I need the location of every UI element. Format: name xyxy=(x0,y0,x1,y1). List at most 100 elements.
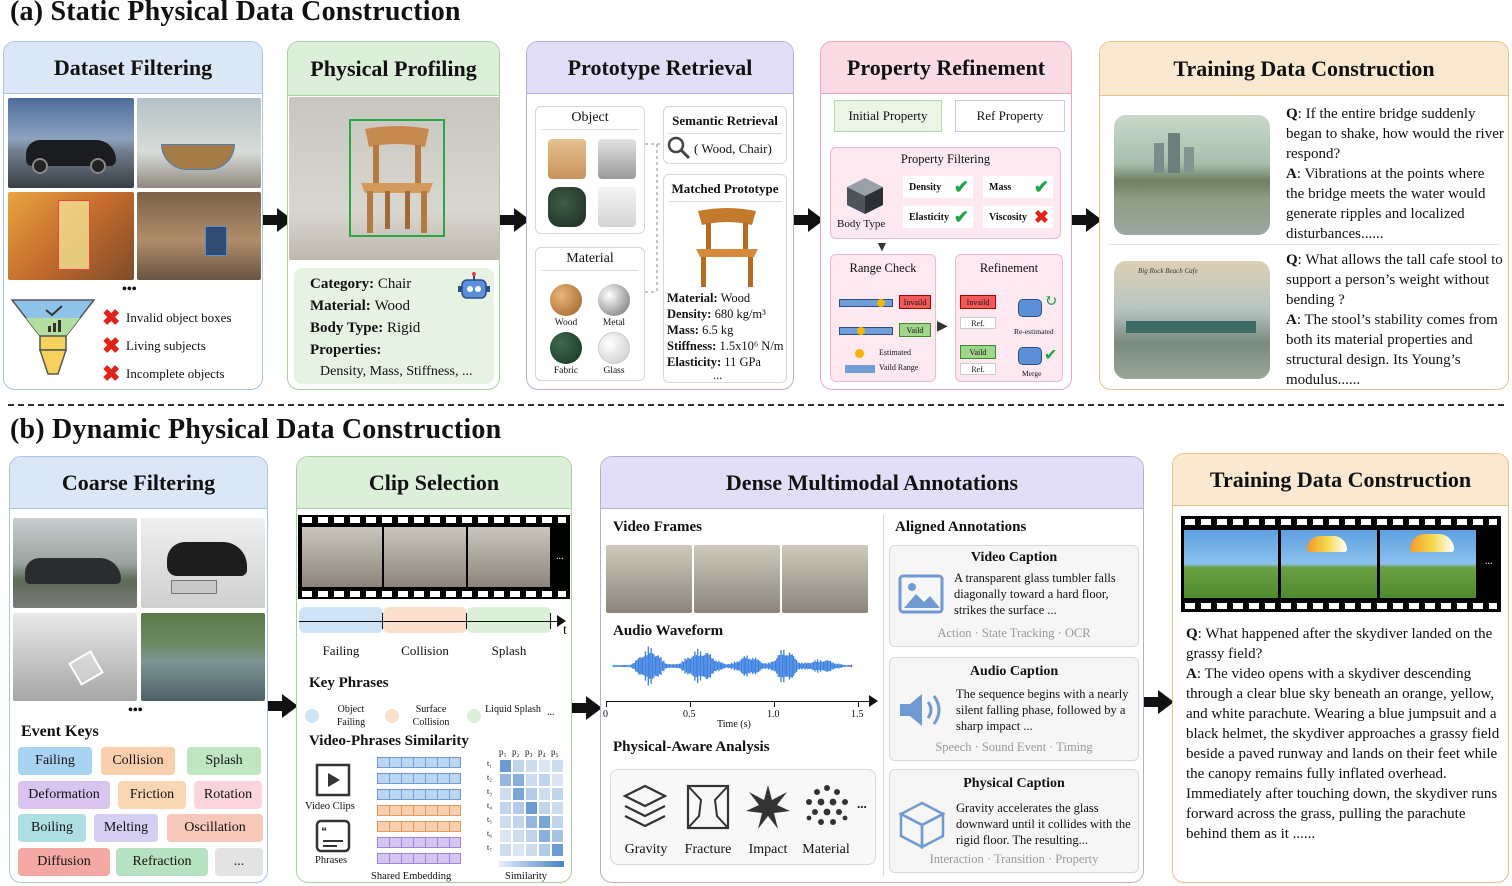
similarity-cell xyxy=(525,815,538,829)
time-axis-label: t xyxy=(563,623,567,638)
similarity-cell xyxy=(538,773,551,787)
material-label: Material xyxy=(566,251,614,266)
tick-label: 0.5 xyxy=(683,709,696,720)
range-check-label: Range Check xyxy=(849,261,917,275)
matched-prototype-box: Matched Prototype xyxy=(663,174,787,383)
profile-card: Category: Chair Material: Wood Body Type… xyxy=(294,268,494,384)
training-a-title: Training Data Construction xyxy=(1100,42,1508,96)
segment-label: Splash xyxy=(491,643,527,658)
embedding-row xyxy=(377,789,461,800)
similarity-cell xyxy=(512,773,525,787)
proto-more: ... xyxy=(713,368,723,382)
dots: ••• xyxy=(122,282,137,297)
p-label: p₃ xyxy=(525,747,533,757)
robot-icon xyxy=(458,272,490,299)
dots: ••• xyxy=(128,703,143,718)
dense-annotations-panel: Dense Multimodal Annotations Video Frame… xyxy=(600,456,1144,883)
tick-label: 1.5 xyxy=(851,709,864,720)
key-deformation: Deformation xyxy=(18,781,110,809)
cross-icon: ✖ xyxy=(102,361,121,386)
embedding-row xyxy=(377,773,461,784)
similarity-cell xyxy=(538,759,551,773)
gravity-icon xyxy=(622,784,668,828)
cross-icon: ✖ xyxy=(102,305,121,330)
p-label: p₄ xyxy=(538,747,546,757)
video-caption-title: Video Caption xyxy=(970,550,1058,565)
key-failing: Failing xyxy=(18,747,92,775)
criteria-list: ✖Invalid object boxes ✖Living subjects ✖… xyxy=(102,304,231,388)
training-b-title: Training Data Construction xyxy=(1173,454,1508,506)
physical-caption-card: Physical Caption Gravity accelerates the… xyxy=(889,769,1139,873)
material-name: Metal xyxy=(602,318,626,328)
time-label: Time (s) xyxy=(717,719,751,730)
skydiver-filmstrip: ... xyxy=(1181,516,1501,612)
a-text: : Vibrations at the points where the bri… xyxy=(1286,166,1486,242)
ref-tag: Ref. xyxy=(960,317,996,329)
similarity-cell xyxy=(512,759,525,773)
analysis-label: Fracture xyxy=(684,842,732,857)
t-label: t₅ xyxy=(487,815,493,824)
similarity-cell xyxy=(499,801,512,815)
qa-b: Q: What happened after the skydiver land… xyxy=(1186,624,1504,844)
search-icon xyxy=(667,136,691,160)
q-text: : What allows the tall cafe stool to sup… xyxy=(1286,252,1503,308)
material-name: Fabric xyxy=(553,366,579,376)
similarity-axis-label: Similarity xyxy=(505,871,547,882)
analysis-more: ... xyxy=(857,796,867,811)
property-refinement-title: Property Refinement xyxy=(821,42,1071,94)
p-label: p₅ xyxy=(551,747,559,757)
t-label: t₃ xyxy=(487,787,493,796)
tick-label: 1.0 xyxy=(767,709,780,720)
drinks-image xyxy=(8,192,134,280)
t-label: t₂ xyxy=(487,773,493,782)
proto-density: 680 kg/m³ xyxy=(714,307,766,321)
similarity-cell xyxy=(538,843,551,857)
robot-icon xyxy=(1018,347,1042,365)
property-filtering-box: Property Filtering Body Type Density✔ Ma… xyxy=(830,147,1061,239)
phrase-item: Liquid Splash xyxy=(485,704,541,715)
car-driving-image xyxy=(13,518,137,608)
physical-caption-tags: Interaction · Transition · Property xyxy=(929,852,1099,866)
similarity-cell xyxy=(499,773,512,787)
a-label: A xyxy=(1286,166,1297,182)
analysis-label: Impact xyxy=(748,842,788,857)
qa-2: Q: What allows the tall cafe stool to su… xyxy=(1286,250,1504,389)
criteria-item: Living subjects xyxy=(126,338,206,353)
section-b-title: (b) Dynamic Physical Data Construction xyxy=(10,414,502,445)
similarity-cell xyxy=(525,801,538,815)
training-b-panel: Training Data Construction ... Q: What h… xyxy=(1172,453,1509,883)
key-more: ... xyxy=(215,848,263,876)
sky-frame-3 xyxy=(1380,530,1476,598)
wooden-chair-icon xyxy=(696,208,758,287)
robot-icon xyxy=(1018,299,1042,317)
cube-icon xyxy=(847,178,883,214)
body-type-label: Body Type: xyxy=(310,320,384,336)
similarity-cell xyxy=(512,843,525,857)
prop-viscosity: Viscosity xyxy=(989,211,1027,223)
embedding-row xyxy=(377,821,461,832)
p-label: p₁ xyxy=(499,747,507,757)
proto-material-label: Material: xyxy=(667,291,718,305)
audio-caption-tags: Speech · Sound Event · Timing xyxy=(935,740,1093,754)
key-diffusion: Diffusion xyxy=(18,848,110,876)
segment-label: Collision xyxy=(401,643,449,658)
video-clips-icon xyxy=(315,763,351,797)
analysis-label: Material xyxy=(802,842,850,857)
sky-frame-2 xyxy=(1281,530,1377,598)
ref-property-box: Ref Property xyxy=(955,100,1065,132)
similarity-cell xyxy=(538,829,551,843)
section-a-title: (a) Static Physical Data Construction xyxy=(10,0,461,27)
similarity-cell xyxy=(551,787,564,801)
q-text: : If the entire bridge suddenly began to… xyxy=(1286,106,1504,162)
phrase-item: Object Failing xyxy=(336,704,366,728)
key-collision: Collision xyxy=(101,747,175,775)
proto-elasticity-label: Elasticity: xyxy=(667,355,722,369)
material-box: Material Wood Metal Fabric Glass xyxy=(535,247,645,381)
frame-3 xyxy=(468,527,550,587)
bridge-image xyxy=(1114,115,1270,235)
refresh-icon: ↻ xyxy=(1044,293,1058,310)
criteria-item: Invalid object boxes xyxy=(126,310,232,325)
analysis-label: Gravity xyxy=(624,842,668,857)
similarity-cell xyxy=(499,759,512,773)
similarity-colorbar xyxy=(499,861,564,867)
